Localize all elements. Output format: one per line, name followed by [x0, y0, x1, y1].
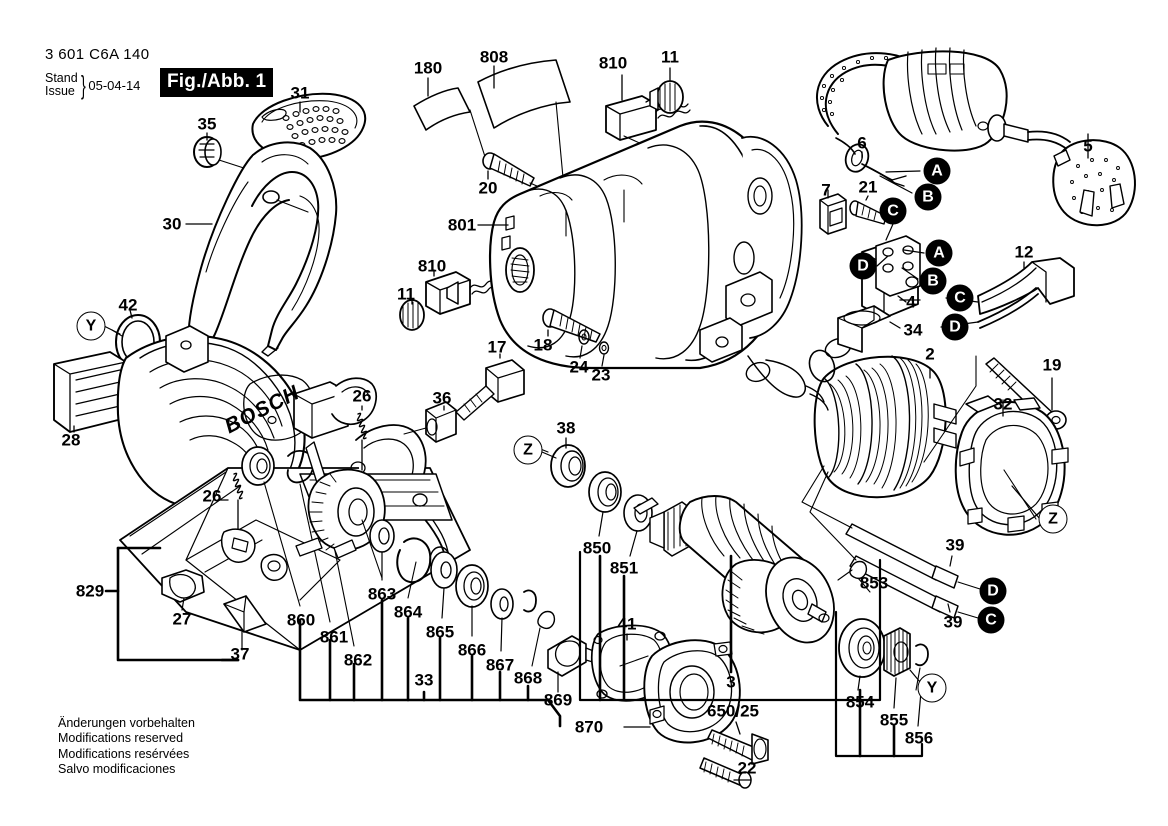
figure-banner: Fig./Abb. 1: [160, 68, 274, 97]
part-label-650-25: 650/25: [707, 701, 759, 721]
letter-callout-b: B: [919, 267, 947, 295]
switch-assembly: [819, 189, 1075, 353]
part-label-12: 12: [1014, 242, 1034, 262]
part-label-865: 865: [425, 622, 455, 642]
part-label-39: 39: [945, 535, 965, 555]
part-label-864: 864: [393, 602, 423, 622]
issue-label: Issue: [45, 84, 75, 98]
part-label-41: 41: [617, 614, 637, 634]
modifications-note: Änderungen vorbehalten Modifications res…: [58, 716, 195, 778]
part-label-856: 856: [904, 728, 934, 748]
part-label-11: 11: [397, 284, 415, 304]
part-label-810: 810: [417, 256, 447, 276]
part-label-851: 851: [609, 558, 639, 578]
part-label-35: 35: [197, 114, 217, 134]
part-label-33: 33: [414, 670, 434, 690]
part-label-39: 39: [943, 612, 963, 632]
part-label-20: 20: [478, 178, 498, 198]
motor-housing-801: [477, 120, 852, 398]
part-label-808: 808: [479, 47, 509, 67]
part-label-5: 5: [1083, 136, 1093, 156]
letter-callout-d: D: [849, 252, 877, 280]
part-label-870: 870: [574, 717, 604, 737]
note-line-es: Salvo modificaciones: [58, 762, 176, 777]
part-label-866: 866: [457, 640, 487, 660]
armature-assembly: [537, 437, 929, 727]
letter-callout-d: D: [979, 577, 1007, 605]
part-label-850: 850: [582, 538, 612, 558]
part-label-829: 829: [75, 581, 105, 601]
part-label-37: 37: [230, 644, 250, 664]
part-label-6: 6: [857, 133, 867, 153]
part-label-24: 24: [569, 357, 589, 377]
screw-hardware-group: [542, 308, 610, 367]
stand-label: Stand: [45, 71, 78, 85]
part-label-863: 863: [367, 584, 397, 604]
part-label-868: 868: [513, 668, 543, 688]
part-label-22: 22: [737, 758, 757, 778]
part-label-28: 28: [61, 430, 81, 450]
letter-callout-b: B: [914, 183, 942, 211]
part-label-860: 860: [286, 610, 316, 630]
part-label-21: 21: [858, 177, 878, 197]
part-label-801: 801: [447, 215, 477, 235]
brace-glyph: }: [80, 70, 86, 100]
letter-callout-c: C: [946, 284, 974, 312]
part-label-32: 32: [993, 394, 1013, 414]
part-label-3: 3: [726, 672, 736, 692]
part-label-869: 869: [543, 690, 573, 710]
part-label-4: 4: [906, 292, 916, 312]
letter-callout-a: A: [925, 239, 953, 267]
letter-callout-c: C: [879, 197, 907, 225]
letter-callout-c: C: [977, 606, 1005, 634]
power-cord-assembly: [815, 47, 1136, 227]
issue-date: 05-04-14: [88, 77, 141, 93]
group-brackets: [104, 546, 924, 758]
letter-callout-z: Z: [513, 435, 543, 465]
note-line-de: Änderungen vorbehalten: [58, 716, 195, 730]
letter-callout-y: Y: [917, 673, 947, 703]
part-label-42: 42: [118, 295, 138, 315]
letter-callout-z: Z: [1038, 504, 1068, 534]
part-label-36: 36: [432, 388, 452, 408]
part-label-26: 26: [202, 486, 222, 506]
part-label-19: 19: [1042, 355, 1062, 375]
part-label-23: 23: [591, 365, 611, 385]
letter-callout-y: Y: [76, 311, 106, 341]
gear-cluster: [161, 441, 537, 652]
part-label-11: 11: [661, 47, 679, 67]
part-label-18: 18: [533, 335, 553, 355]
part-label-38: 38: [556, 418, 576, 438]
letter-callout-d: D: [941, 313, 969, 341]
gear-housing-group: [531, 610, 769, 789]
part-label-862: 862: [343, 650, 373, 670]
part-label-34: 34: [903, 320, 923, 340]
part-label-854: 854: [845, 692, 875, 712]
handle-assembly: [167, 92, 367, 369]
part-label-810: 810: [598, 53, 628, 73]
part-label-27: 27: [172, 609, 192, 629]
part-label-180: 180: [413, 58, 443, 78]
part-label-7: 7: [821, 180, 831, 200]
document-number: 3 601 C6A 140: [45, 46, 150, 63]
part-label-861: 861: [319, 627, 349, 647]
note-line-fr: Modifications resérvées: [58, 746, 190, 761]
stand-issue-block: Stand Issue } 05-04-14: [45, 70, 140, 100]
part-label-853: 853: [859, 573, 889, 593]
letter-callout-a: A: [923, 157, 951, 185]
part-label-2: 2: [925, 344, 935, 364]
part-label-31: 31: [290, 83, 310, 103]
part-label-17: 17: [487, 337, 507, 357]
part-label-30: 30: [162, 214, 182, 234]
note-line-en: Modifications reserved: [58, 731, 184, 746]
part-label-26: 26: [352, 386, 372, 406]
part-label-855: 855: [879, 710, 909, 730]
saw-base-and-guard: [53, 309, 525, 651]
part-label-867: 867: [485, 655, 515, 675]
